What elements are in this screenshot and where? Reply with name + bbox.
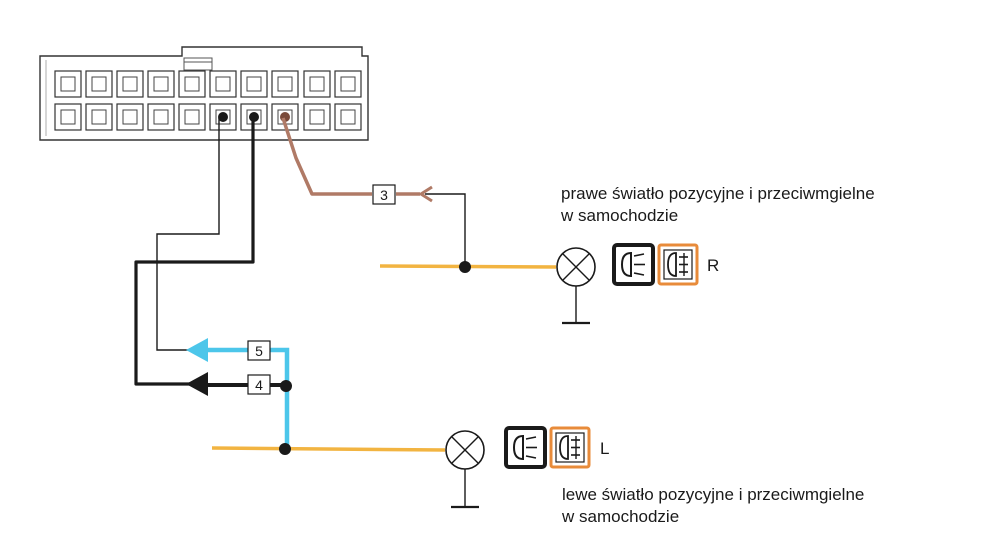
position-light-icon: [612, 243, 655, 286]
connector-pin-cavity: [116, 103, 144, 131]
connector-pin-cavity: [85, 70, 113, 98]
right-side-label: R: [707, 256, 719, 275]
ground-icon: [562, 286, 590, 325]
connector-pin-inner: [91, 76, 107, 92]
connector-pin-inner: [184, 76, 200, 92]
wire-label-3: 3: [380, 187, 388, 203]
lamp-cross-icon: [556, 247, 596, 287]
wire-label-5: 5: [255, 343, 263, 359]
connector-pin-inner: [277, 76, 293, 92]
black-arrowhead: [186, 372, 208, 396]
connector-pin-cavity: [334, 70, 362, 98]
connector-pin-cavity: [54, 103, 82, 131]
connector-pin-cavity: [116, 70, 144, 98]
cyan-wire: [206, 347, 290, 450]
wire-label-4: 4: [255, 377, 263, 393]
left-vehicle-wire: [211, 446, 446, 452]
connector-pin-cavity: [147, 103, 175, 131]
connector-pin-cavity: [178, 103, 206, 131]
connector-pin-inner: [215, 109, 231, 125]
left-caption-line2: w samochodzie: [561, 507, 679, 526]
connector-pin-inner: [246, 76, 262, 92]
connector-pin-inner: [340, 109, 356, 125]
connector-pin-inner: [309, 76, 325, 92]
brown-wire-arrowhead: [418, 185, 433, 203]
connector-pin-inner: [122, 76, 138, 92]
connector-pin-terminal: [218, 112, 228, 122]
connector-pin-inner: [122, 109, 138, 125]
ground-icon: [451, 469, 479, 509]
connector-pin-cavity: [303, 70, 331, 98]
connector-pin-cavity: [334, 103, 362, 131]
connector-pin-cavity: [54, 70, 82, 98]
connector-pin-inner: [340, 76, 356, 92]
connector-pin-inner: [215, 76, 231, 92]
fog-light-icon: [549, 426, 591, 469]
connector-pin-cavity: [303, 103, 331, 131]
connector-pin-inner: [309, 109, 325, 125]
connector-pin-cavity: [178, 70, 206, 98]
fog-light-icon: [657, 243, 699, 286]
junction-dot: [280, 380, 292, 392]
connector-pin-inner: [184, 109, 200, 125]
left-junction-dot: [279, 443, 291, 455]
connector-pin-cavity: [147, 70, 175, 98]
right-caption-line1: prawe światło pozycyjne i przeciwmgielne: [561, 184, 875, 203]
left-caption-line1: lewe światło pozycyjne i przeciwmgielne: [562, 485, 864, 504]
connector-pin-cavity: [209, 70, 237, 98]
connector-pin-cavity: [85, 103, 113, 131]
left-side-label: L: [600, 439, 609, 458]
position-light-icon: [504, 426, 547, 469]
connector-pin-inner: [60, 76, 76, 92]
connector-pin-cavity: [240, 70, 268, 98]
connector: [39, 46, 369, 141]
brown-wire: [281, 117, 372, 196]
right-caption-line2: w samochodzie: [560, 206, 678, 225]
wire-label-5-box: [247, 340, 271, 361]
connector-pin-inner: [153, 109, 169, 125]
cyan-arrowhead: [186, 338, 208, 362]
connector-pin-cavity: [271, 70, 299, 98]
connector-pin-inner: [91, 109, 107, 125]
connector-pin-inner: [153, 76, 169, 92]
thick-black-wire: [134, 118, 255, 386]
lamp-cross-icon: [445, 430, 485, 470]
wire-label-4-box: [247, 374, 271, 395]
connector-pins: [54, 70, 362, 131]
wire-label-3-box: [372, 184, 396, 205]
thin-black-wire: [156, 118, 220, 351]
right-feed-wire: [425, 193, 466, 267]
right-junction-dot: [459, 261, 471, 273]
connector-pin-inner: [60, 109, 76, 125]
